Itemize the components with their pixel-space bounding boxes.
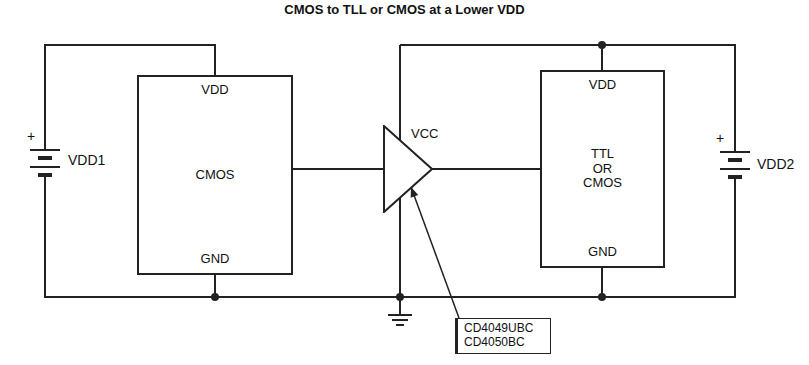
ttl-cmos-ic-box: VDD TTL OR CMOS GND — [540, 70, 665, 268]
cmos-ic-box: VDD CMOS GND — [137, 75, 293, 275]
ground-symbol — [388, 315, 412, 325]
battery-symbol — [30, 150, 60, 175]
polarity-mark: + — [27, 128, 35, 144]
supply-label: VDD2 — [757, 156, 794, 172]
pin-label: VDD — [589, 78, 616, 93]
ground-wire — [601, 268, 603, 297]
leader-arrow — [411, 187, 459, 318]
pin-label: VCC — [411, 127, 438, 142]
supply-label: VDD1 — [68, 152, 105, 168]
signal-wire — [293, 169, 384, 170]
battery-symbol — [720, 152, 750, 186]
diagram-title: CMOS to TLL or CMOS at a Lower VDD — [0, 2, 809, 17]
part-number-callout: CD4049UBC CD4050BC — [455, 318, 551, 354]
signal-wire — [432, 169, 540, 170]
part-number: CD4049UBC CD4050BC — [464, 322, 533, 350]
ic-name: CMOS — [196, 168, 235, 183]
pin-label: GND — [201, 252, 230, 267]
pin-label: VDD — [201, 83, 228, 98]
vcc-wire — [399, 45, 401, 141]
buffer-triangle: VCC — [383, 125, 463, 213]
pin-label: GND — [588, 245, 617, 260]
ic-name: TTL OR CMOS — [583, 147, 622, 192]
polarity-mark: + — [716, 130, 724, 146]
